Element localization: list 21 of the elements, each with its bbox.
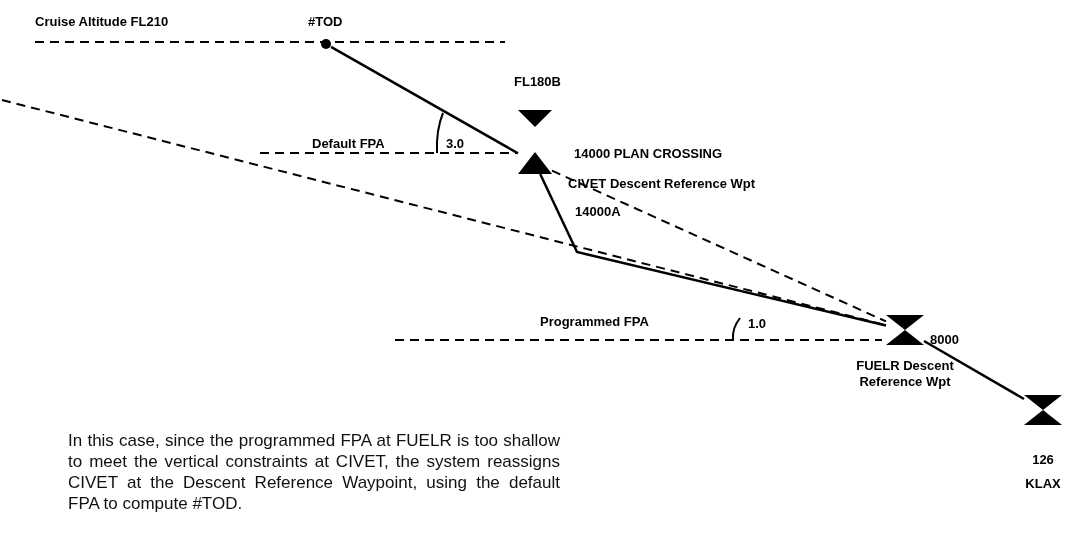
waypoint-label: #TOD — [308, 14, 343, 30]
descent-path-line — [923, 339, 1025, 401]
waypoint-label: CIVET Descent Reference Wpt — [568, 176, 756, 192]
at-altitude-icon — [1024, 395, 1062, 425]
descent-path-line — [330, 45, 519, 155]
waypoint-label: KLAX — [1025, 476, 1061, 492]
angle-value: 1.0 — [748, 316, 767, 332]
altitude-label: 126 — [1032, 452, 1054, 468]
explanation-paragraph: In this case, since the programmed FPA at FUELR is too shallow to meet the vertical constraints at CIVET, the system reassigns CIVET at the Descent Reference Waypoint, using the default FPA to compute #TOD. — [68, 430, 560, 514]
at-altitude-icon — [886, 315, 924, 345]
altitude-label: 8000 — [930, 332, 959, 348]
altitude-label: FL180B — [514, 74, 561, 90]
altitude-label: Cruise Altitude FL210 — [35, 14, 169, 30]
angle-value: 3.0 — [446, 136, 465, 152]
altitude-label: 14000A — [575, 204, 621, 220]
at-or-above-icon — [518, 152, 552, 174]
altitude-label: 14000 PLAN CROSSING — [574, 146, 723, 162]
angle-label: Default FPA — [312, 136, 385, 152]
waypoint-dot — [321, 39, 331, 49]
angle-label: Programmed FPA — [540, 314, 649, 330]
waypoint-label: FUELR Descent Reference Wpt — [855, 358, 955, 390]
